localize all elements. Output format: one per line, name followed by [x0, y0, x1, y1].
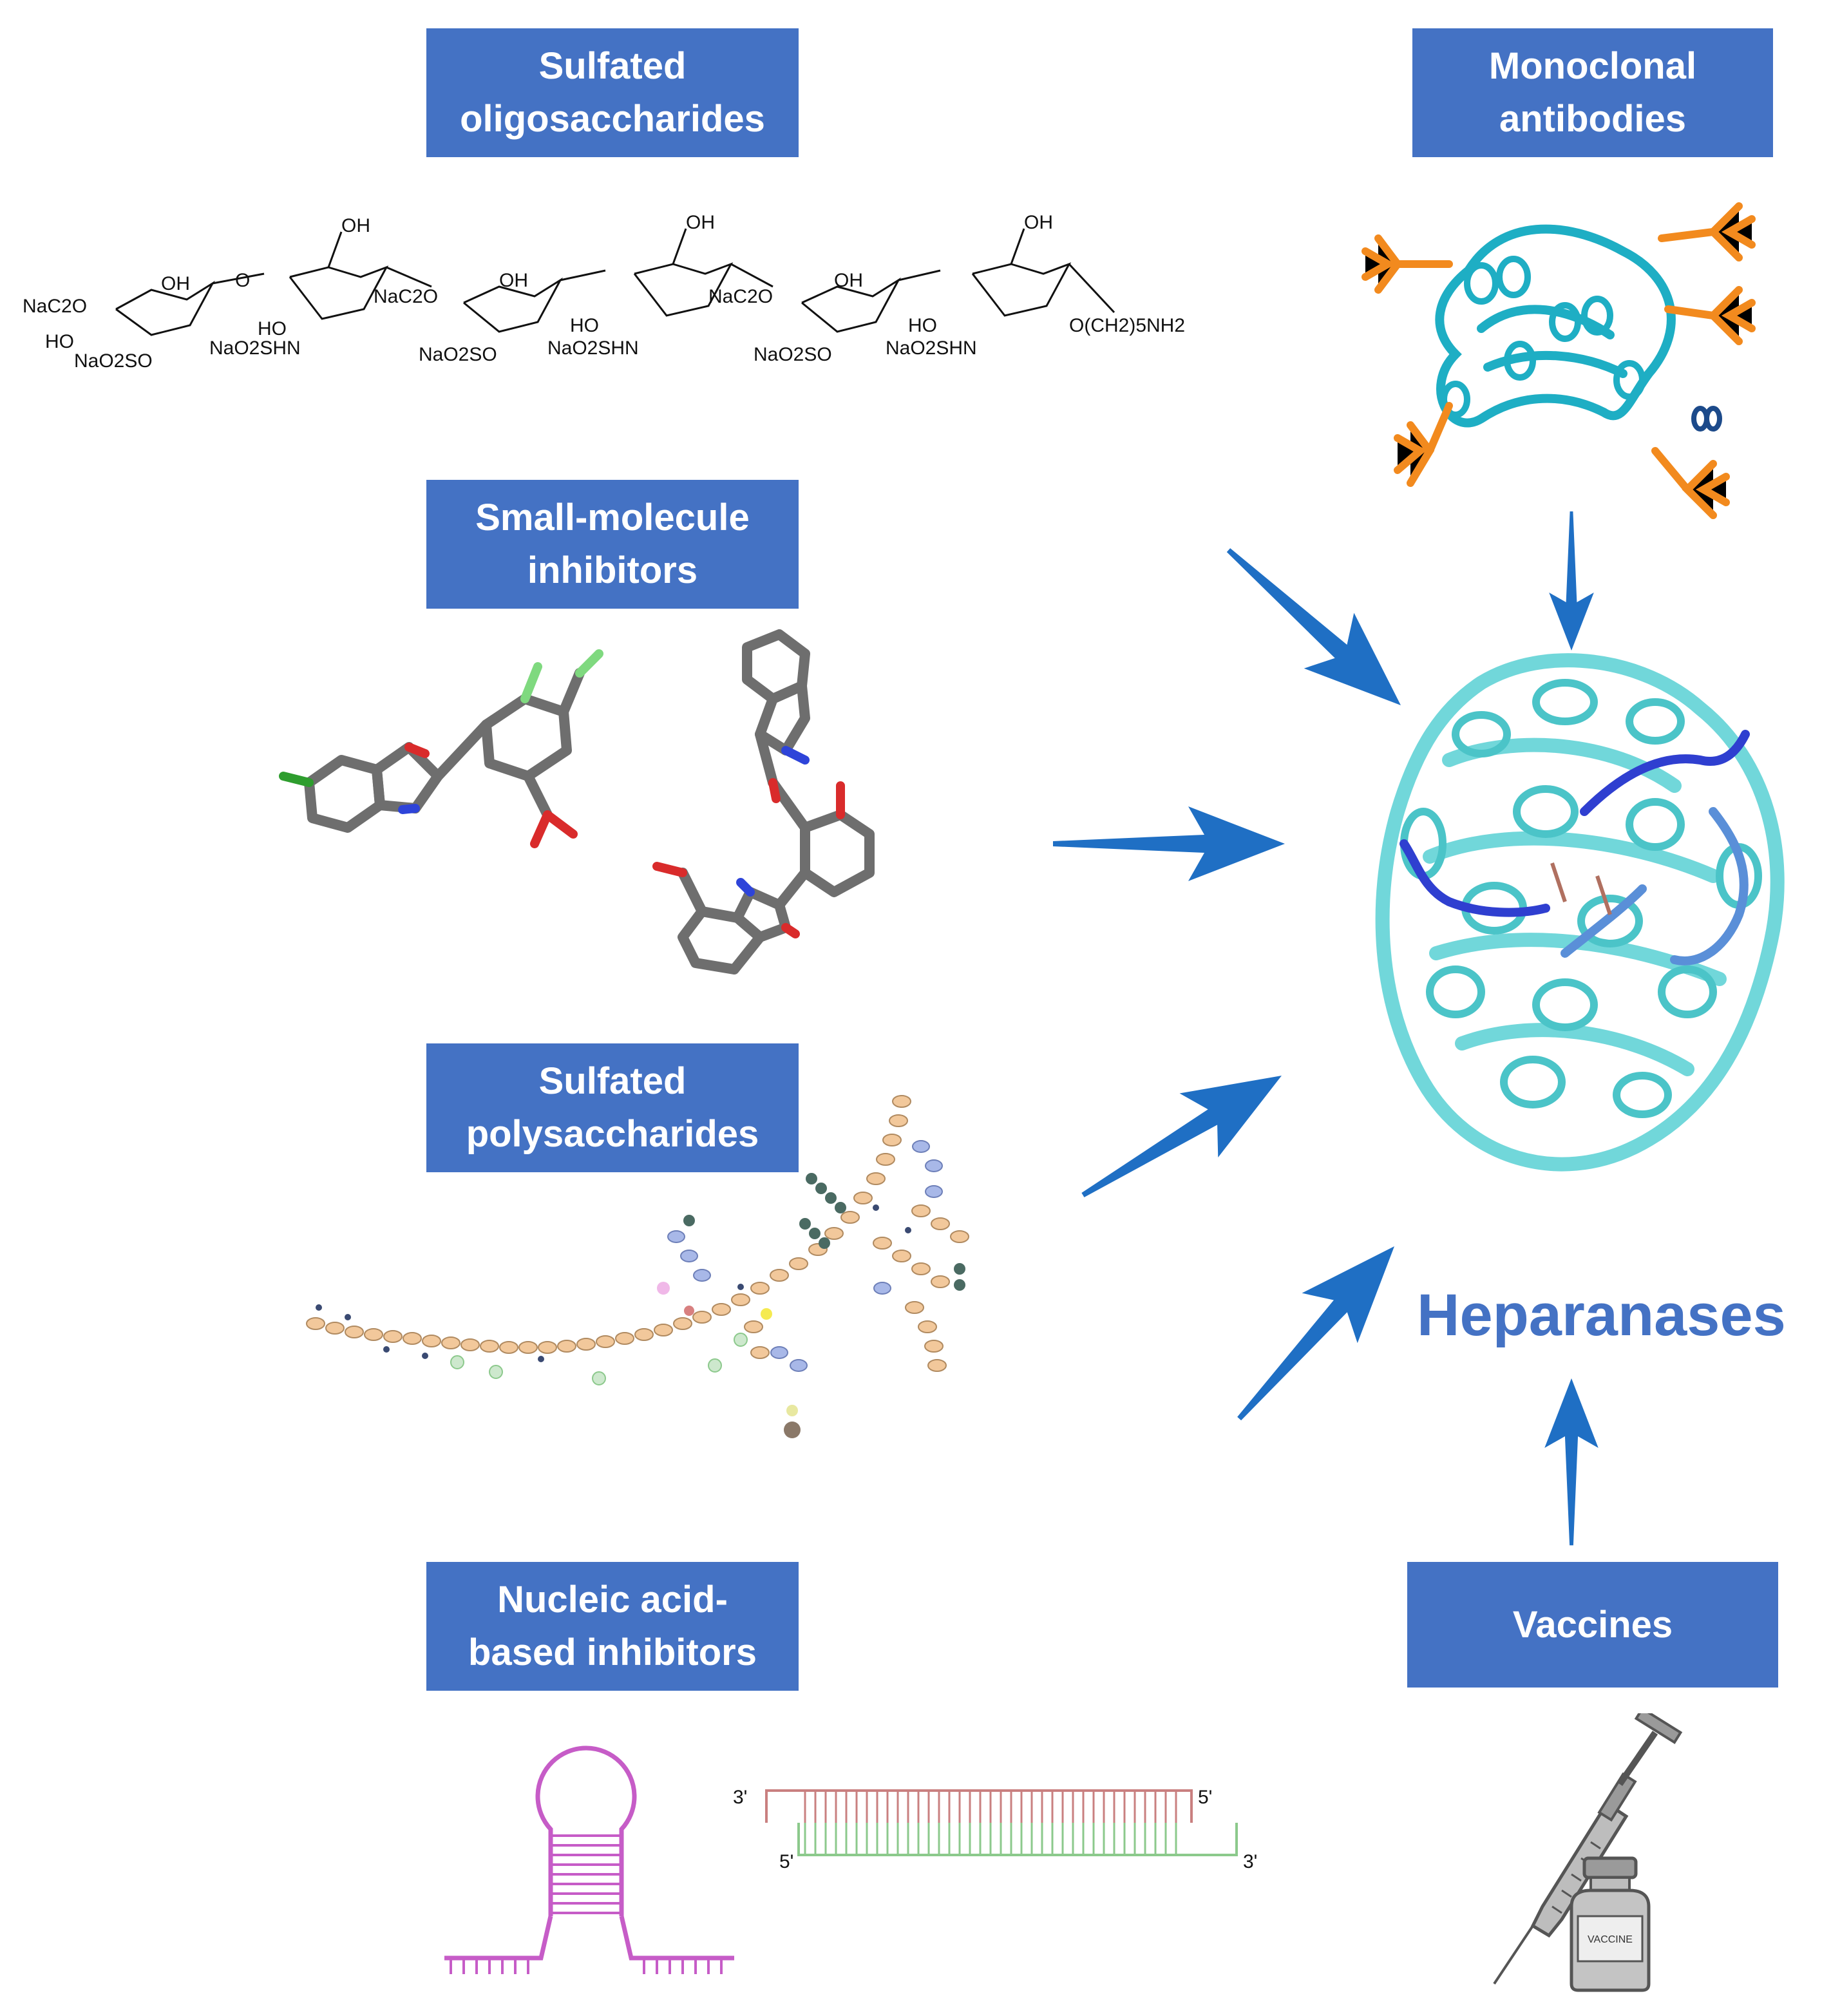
- chem-oh-1: OH: [161, 273, 190, 294]
- aptamer-hairpin: [444, 1745, 734, 1974]
- vial-label: VACCINE: [1588, 1934, 1633, 1945]
- chem-linker: O(CH2)5NH2: [1069, 315, 1185, 336]
- arrow-from-polysaccharides: [1063, 1043, 1301, 1228]
- nucleic-acid-duplex: 3' 5' 5' 3': [733, 1787, 1257, 1872]
- label-line-1: Sulfated: [538, 45, 687, 87]
- chem-naco2o-3: NaC2O: [708, 286, 773, 307]
- chem-naco2o-1: NaC2O: [23, 296, 87, 317]
- arrow-from-vaccines: [1544, 1378, 1599, 1546]
- label-line-1: Sulfated: [538, 1060, 687, 1102]
- heparanases-title: Heparanases: [1417, 1282, 1786, 1348]
- chem-nao2shn-3: NaO2SHN: [886, 338, 977, 359]
- heparanase-protein: [1375, 653, 1785, 1172]
- chem-nao2shn-1: NaO2SHN: [209, 338, 301, 359]
- chem-oh-3: OH: [834, 270, 863, 291]
- label-monoclonal-antibodies: Monoclonal antibodies: [1412, 28, 1773, 157]
- label-sulfated-oligosaccharides: Sulfated oligosaccharides: [426, 28, 799, 157]
- chem-oh-top-3: OH: [1024, 212, 1053, 233]
- label-line-1: Vaccines: [1512, 1603, 1673, 1646]
- chem-o-1: O: [235, 270, 250, 291]
- label-small-molecule-inhibitors: Small-molecule inhibitors: [426, 480, 799, 609]
- oligosaccharide-structure: NaC2O HO NaO2SO OH O OH HO NaO2SHN NaC2O…: [23, 212, 1185, 372]
- antibody-glyphs: [1361, 202, 1756, 519]
- chem-ho-4: HO: [908, 315, 937, 336]
- label-line-2: polysaccharides: [466, 1113, 759, 1155]
- chem-ho-3: HO: [570, 315, 599, 336]
- label-nucleic-acid-inhibitors: Nucleic acid- based inhibitors: [426, 1562, 799, 1691]
- chem-nao2so-1: NaO2SO: [74, 350, 153, 372]
- chem-ho-1: HO: [45, 331, 74, 352]
- chem-oh-top-1: OH: [341, 215, 370, 236]
- aptamer-base-pairs: [551, 1834, 621, 1914]
- vaccine-syringe-vial: VACCINE: [1493, 1713, 1683, 1992]
- label-line-2: antibodies: [1499, 98, 1687, 140]
- arrow-from-nucleic-acids: [1211, 1221, 1423, 1444]
- strand-end-top-right: 5': [1198, 1787, 1212, 1808]
- duplex-bottom-strand: [797, 1823, 1238, 1856]
- chem-nao2so-3: NaO2SO: [754, 344, 832, 365]
- label-line-2: oligosaccharides: [460, 98, 765, 140]
- syringe: [1493, 1713, 1683, 1985]
- chem-oh-2: OH: [499, 270, 528, 291]
- label-line-1: Monoclonal: [1488, 45, 1697, 87]
- antibody-protein-illustration: [1361, 202, 1756, 519]
- label-line-1: Nucleic acid-: [497, 1579, 728, 1621]
- arrow-from-small-molecules: [1053, 806, 1285, 881]
- chem-nao2shn-2: NaO2SHN: [547, 338, 639, 359]
- chem-oh-top-2: OH: [686, 212, 715, 233]
- chem-nao2so-2: NaO2SO: [419, 344, 497, 365]
- label-line-1: Small-molecule: [475, 497, 750, 538]
- strand-end-top-left: 3': [733, 1787, 747, 1808]
- label-line-2: based inhibitors: [468, 1631, 757, 1673]
- label-vaccines: Vaccines: [1407, 1562, 1778, 1688]
- strand-end-bottom-left: 5': [779, 1851, 793, 1872]
- chem-ho-2: HO: [258, 318, 287, 339]
- label-line-2: inhibitors: [527, 549, 698, 591]
- label-sulfated-polysaccharides: Sulfated polysaccharides: [426, 1043, 799, 1172]
- chem-naco2o-2: NaC2O: [374, 286, 438, 307]
- arrow-from-antibodies: [1549, 511, 1594, 651]
- vaccine-vial: VACCINE: [1570, 1856, 1651, 1992]
- duplex-top-strand: [765, 1789, 1193, 1823]
- small-molecule-models: [279, 629, 875, 975]
- polysaccharide-chain: [306, 1095, 969, 1438]
- duplex-base-pairs: [804, 1791, 1177, 1855]
- strand-end-bottom-right: 3': [1243, 1851, 1257, 1872]
